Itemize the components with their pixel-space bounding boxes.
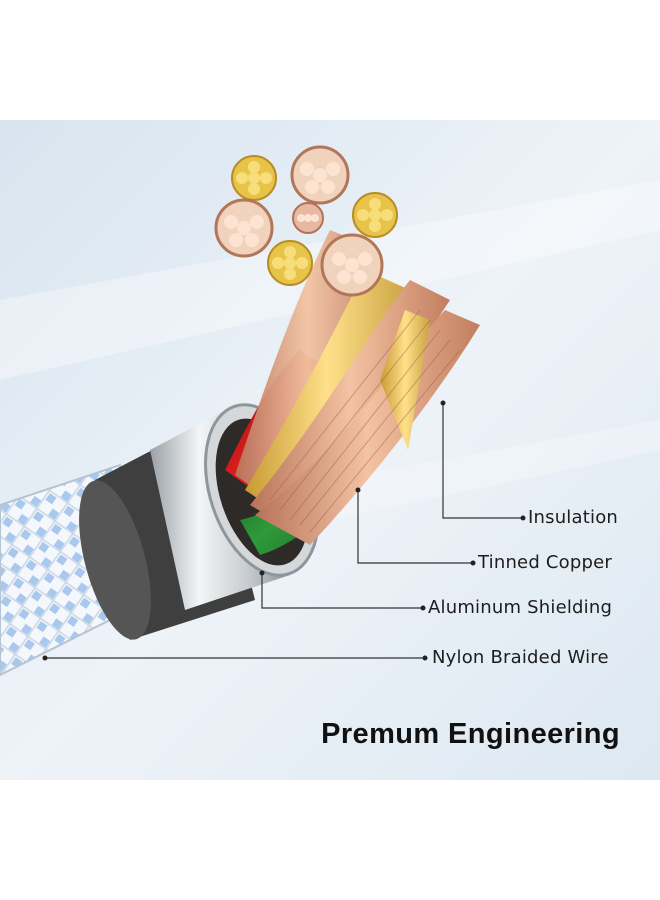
callout-dots — [42, 400, 526, 661]
callout-insulation: Insulation — [528, 507, 619, 528]
callout-tinned-copper: Tinned Copper — [478, 552, 612, 573]
callout-nylon-braided-wire: Nylon Braided Wire — [432, 647, 609, 668]
cable-illustration — [0, 120, 660, 780]
headline: Premum Engineering — [321, 718, 620, 750]
callout-lines — [45, 403, 523, 659]
conductor-ends — [214, 145, 398, 297]
inner-wires — [225, 230, 480, 555]
callout-aluminum-shielding: Aluminum Shielding — [428, 597, 613, 618]
cable-diagram-panel: Insulation Tinned Copper Aluminum Shield… — [0, 120, 660, 780]
